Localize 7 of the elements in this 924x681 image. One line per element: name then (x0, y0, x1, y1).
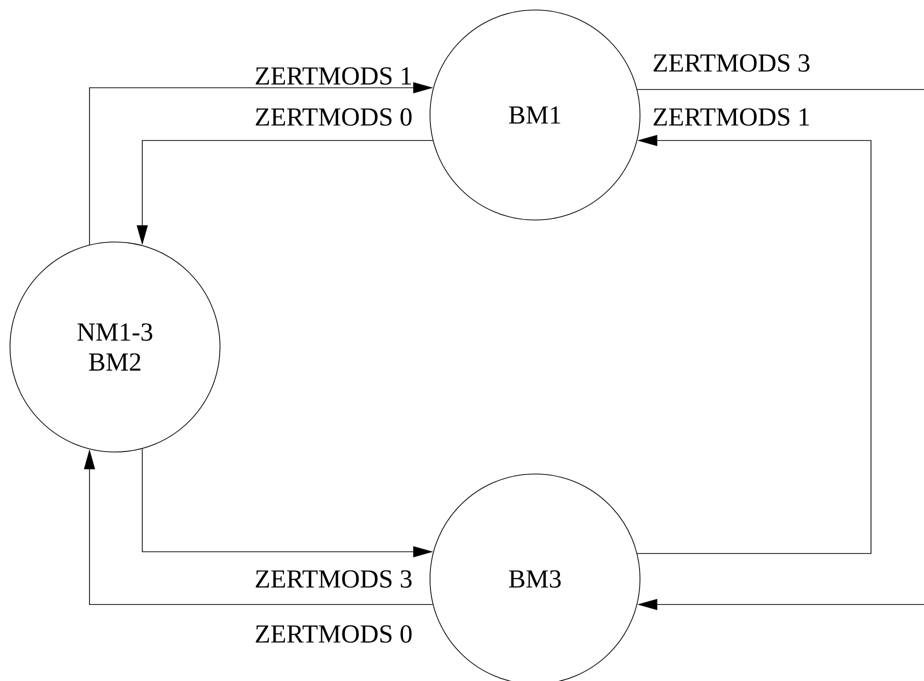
edge-label: ZERTMODS 0 (256, 108, 412, 126)
edge-label: ZERTMODS 3 (654, 54, 810, 72)
edge-label: ZERTMODS 1 (256, 67, 411, 85)
arrow (636, 89, 924, 610)
edge-label: ZERTMODS 0 (256, 625, 412, 643)
edge-label: ZERTMODS 3 (256, 570, 412, 588)
edge-label: ZERTMODS 1 (654, 108, 809, 126)
